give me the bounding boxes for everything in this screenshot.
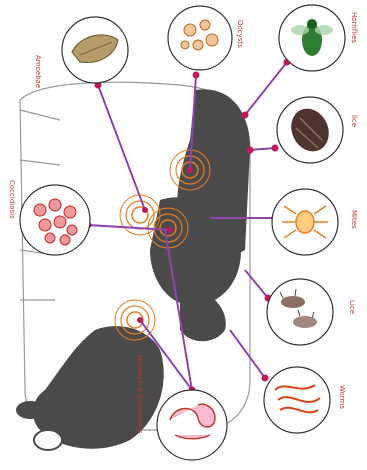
label-hornflies: Hornflies xyxy=(350,12,358,43)
label-lice: lice xyxy=(350,115,358,127)
parasite-coccidia xyxy=(20,185,90,255)
parasite-stomach-worms xyxy=(157,390,227,460)
label-lice-2: Lice xyxy=(348,300,356,314)
label-oocysts: Oocysts xyxy=(236,20,244,48)
label-coccidia: Coccidiosis xyxy=(8,180,16,219)
parasite-hornflies xyxy=(279,5,345,71)
label-amoeba: Amoebae xyxy=(34,55,42,88)
label-mites: Mites xyxy=(350,210,358,229)
parasite-amoeba xyxy=(62,17,128,83)
label-worms: Worms xyxy=(338,385,346,409)
cow-muzzle xyxy=(34,430,62,450)
cow-ear xyxy=(16,401,44,419)
parasite-mites xyxy=(272,189,338,255)
cow-illustration xyxy=(16,82,250,450)
site-chest xyxy=(115,300,155,340)
parasite-lice-2 xyxy=(267,279,333,345)
parasite-worms xyxy=(264,367,330,433)
parasite-lice xyxy=(277,97,343,163)
label-stomach-worms: stomach & lungworms xyxy=(136,355,144,434)
parasite-oocysts xyxy=(168,6,232,70)
